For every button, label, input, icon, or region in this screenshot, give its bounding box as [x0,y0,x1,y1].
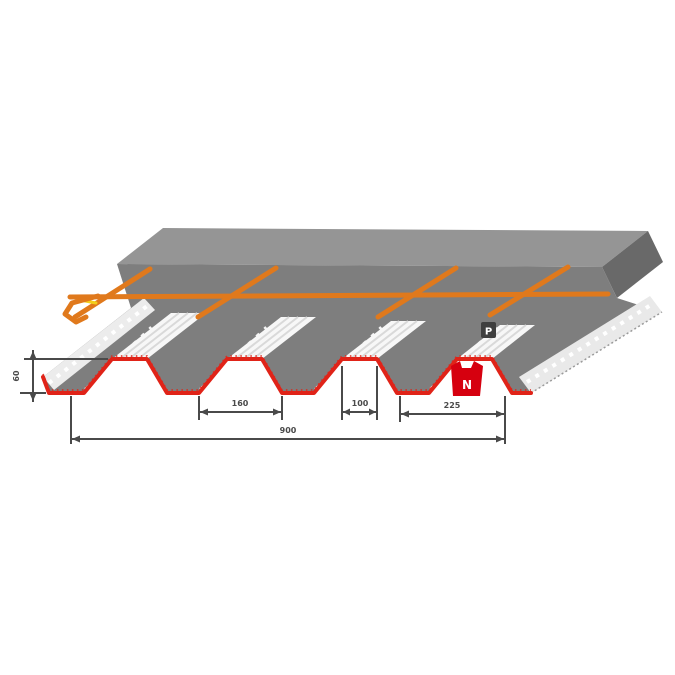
arrowhead [29,392,37,401]
marker-p-label: P [485,327,492,338]
marker-n: N [451,361,483,396]
marker-p-box [481,322,496,338]
rebar-hook [62,293,101,325]
dim-rib-top-label: 100 [352,399,369,408]
groove [128,312,189,360]
marker-n-label: N [462,378,472,392]
deck-left-edge-embossments [47,304,149,385]
rebar-tie-4 [487,264,571,318]
groove [243,316,299,360]
dim-depth-label: 60 [12,370,21,382]
groove [358,320,409,360]
arrowhead [72,435,80,443]
slab-top-face [117,228,648,267]
dim-overall-label: 900 [280,426,297,435]
slab-right-face [602,231,663,298]
groove [137,312,198,360]
deck-profile [41,355,533,395]
rebar-tie-2 [195,265,279,320]
rebar-tie-1 [72,266,153,320]
groove [252,316,308,360]
deck-profile-dots [42,355,531,391]
dim-pitch-label: 225 [444,401,461,410]
dim-overall-width: 900 [70,396,505,444]
groove [473,324,518,360]
arrowhead [496,410,504,418]
arrowhead [200,408,208,416]
slab-front-face [43,264,660,393]
rebar-tie-3 [375,265,459,320]
dimensions: 60 160 100 225 [12,350,506,444]
marker-n-flag [451,361,483,396]
deck-right-edge-hatch [530,311,663,394]
groove [482,324,527,360]
dim-rib-bottom-width: 160 [198,396,283,420]
groove [234,316,290,360]
arrowhead [343,408,350,416]
groove [367,320,418,360]
arrowhead [369,408,376,416]
marker-p: P [481,322,496,338]
dim-rib-pitch: 225 [399,396,506,444]
dim-rib-bottom-label: 160 [232,399,249,408]
groove [349,320,400,360]
dim-rib-top-width: 100 [341,366,378,420]
arrowhead [401,410,409,418]
arrowhead [273,408,281,416]
reinforcement [62,264,611,325]
rebar-main-bar [67,291,611,300]
deck-crest-grooves [119,312,527,360]
deck-profile-outline [41,357,533,395]
groove [119,312,180,360]
arrowhead [496,435,504,443]
arrowhead [29,351,37,360]
dim-deck-depth: 60 [12,350,108,402]
groove [464,324,509,360]
